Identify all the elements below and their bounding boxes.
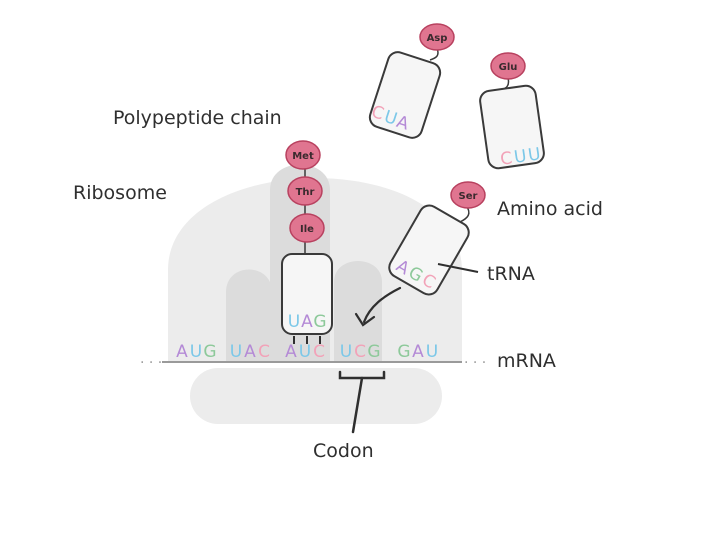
mrna-strand: · · · · · · (140, 355, 486, 371)
nucleotide-A: A (301, 312, 313, 332)
nucleotide-G: G (313, 312, 326, 332)
amino-acid-met: Met (285, 140, 321, 170)
nucleotide-U: U (340, 342, 352, 362)
nucleotide-U: U (230, 342, 242, 362)
svg-text:Ile: Ile (300, 224, 314, 235)
polypeptide-chain: Met Thr Ile (285, 140, 325, 254)
nucleotide-U: U (513, 146, 528, 168)
nucleotide-C: C (258, 342, 270, 362)
ribosome-site-a (334, 261, 382, 362)
nucleotide-U: U (382, 107, 400, 130)
nucleotide-A: A (285, 342, 297, 362)
ribosome-site-e (226, 269, 272, 362)
nucleotide-G: G (203, 342, 216, 362)
label-amino-acid: Amino acid (497, 198, 603, 220)
label-polypeptide-chain: Polypeptide chain (113, 107, 282, 129)
amino-acid-thr: Thr (287, 176, 323, 206)
label-codon: Codon (313, 440, 374, 462)
nucleotide-U: U (190, 342, 202, 362)
nucleotide-A: A (176, 342, 188, 362)
svg-text:· · ·: · · · (464, 355, 486, 371)
nucleotide-A: A (244, 342, 256, 362)
nucleotide-C: C (499, 148, 514, 169)
label-ribosome: Ribosome (73, 182, 167, 204)
nucleotide-U: U (299, 342, 311, 362)
label-trna: tRNA (487, 263, 535, 285)
nucleotide-A: A (412, 342, 424, 362)
nucleotide-U: U (527, 144, 542, 166)
entry-arrow (354, 286, 402, 327)
trna-leader-line (437, 263, 479, 273)
svg-text:· · ·: · · · (140, 355, 162, 371)
ribosome-small-subunit (190, 368, 442, 424)
nucleotide-C: C (354, 342, 366, 362)
svg-text:Thr: Thr (296, 187, 315, 198)
trna-free-asp: Asp CUA (369, 23, 455, 139)
label-mrna: mRNA (497, 350, 556, 372)
nucleotide-C: C (313, 342, 325, 362)
svg-text:Ser: Ser (459, 191, 478, 202)
amino-acid-asp: Asp (419, 23, 455, 51)
nucleotide-U: U (288, 312, 300, 332)
amino-acid-ser: Ser (450, 181, 486, 209)
svg-text:Met: Met (292, 151, 314, 162)
nucleotide-C: C (369, 102, 386, 125)
svg-text:Glu: Glu (499, 62, 518, 73)
nucleotide-G: G (397, 342, 410, 362)
nucleotide-U: U (426, 342, 438, 362)
codon-bracket (338, 370, 386, 434)
nucleotide-G: G (367, 342, 380, 362)
amino-acid-glu: Glu (490, 52, 526, 80)
svg-text:Asp: Asp (427, 33, 448, 44)
trna-incoming: Ser AGC (388, 181, 486, 296)
amino-acid-ile: Ile (289, 213, 325, 243)
